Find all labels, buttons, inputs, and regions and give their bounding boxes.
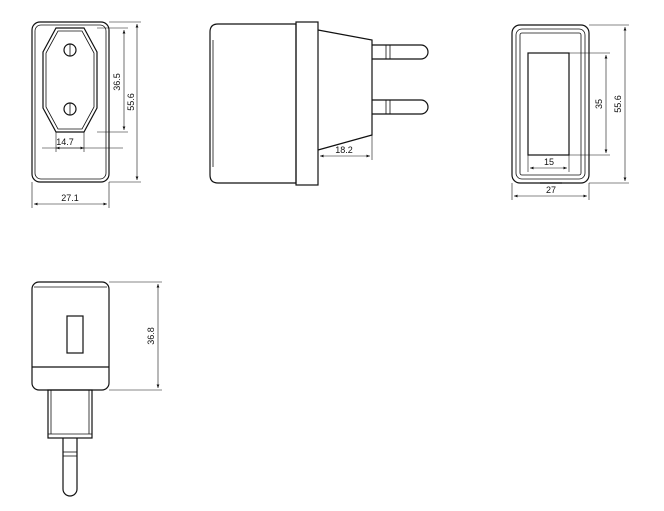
bottom-body-outline xyxy=(31,281,110,391)
bottom-view: 36.8 xyxy=(31,281,162,497)
side-view: 18.2 xyxy=(209,21,429,186)
dim-back-port-width-label: 15 xyxy=(544,157,554,167)
dim-front-total-width-label: 27.1 xyxy=(61,193,79,203)
dim-side-plug-depth-label: 18.2 xyxy=(335,145,353,155)
dim-back-total-height: 55.6 xyxy=(589,24,629,184)
side-pin-top xyxy=(372,44,429,60)
side-body-outline xyxy=(209,23,297,184)
dim-front-socket-height: 36.5 xyxy=(97,27,128,133)
dim-bottom-height: 36.8 xyxy=(109,281,162,391)
back-body-inner-edge xyxy=(515,28,586,180)
dim-back-port-height-label: 35 xyxy=(594,99,604,109)
bottom-plug-block xyxy=(47,389,93,439)
dim-front-socket-width-label: 14.7 xyxy=(56,137,74,147)
front-body-inner-edge xyxy=(34,24,107,180)
bottom-usb-port xyxy=(66,315,84,354)
side-plug-base xyxy=(317,29,373,151)
bottom-pin xyxy=(62,438,78,497)
dim-side-plug-depth: 18.2 xyxy=(317,135,373,160)
side-pin-bottom xyxy=(372,99,429,115)
back-recess xyxy=(519,32,582,176)
front-view: 36.5 55.6 14.7 27.1 xyxy=(31,21,141,208)
front-socket-inner xyxy=(45,30,95,130)
dim-back-port-height: 35 xyxy=(569,52,610,156)
dim-front-socket-height-label: 36.5 xyxy=(112,73,122,91)
back-view: 35 55.6 15 27 xyxy=(511,24,629,200)
dim-front-total-width: 27.1 xyxy=(31,182,110,208)
dim-front-total-height: 55.6 xyxy=(109,21,141,183)
dim-back-total-height-label: 55.6 xyxy=(613,95,623,113)
back-usb-port xyxy=(527,52,570,156)
front-body-outline xyxy=(31,21,110,183)
dim-front-socket-width: 14.7 xyxy=(42,132,123,152)
dim-bottom-height-label: 36.8 xyxy=(146,327,156,345)
front-pin-hole-bottom xyxy=(63,102,77,116)
dim-back-total-width: 27 xyxy=(511,183,590,200)
dim-back-port-width: 15 xyxy=(527,155,570,172)
side-front-cap xyxy=(295,21,319,186)
dim-front-total-height-label: 55.6 xyxy=(126,93,136,111)
front-pin-hole-top xyxy=(63,43,77,57)
dim-back-total-width-label: 27 xyxy=(546,185,556,195)
